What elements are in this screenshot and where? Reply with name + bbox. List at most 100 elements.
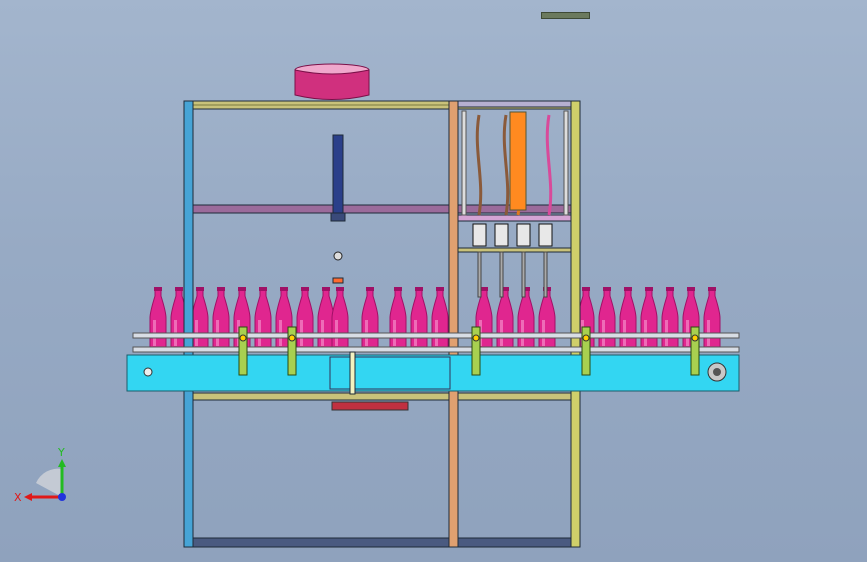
bottle-body bbox=[191, 289, 209, 351]
nozzle-valve bbox=[472, 223, 487, 247]
bottle-cap bbox=[196, 287, 204, 291]
nozzle-valve bbox=[538, 223, 553, 247]
bottle-cap bbox=[394, 287, 402, 291]
bottle-body bbox=[619, 289, 637, 351]
nozzle-needle bbox=[543, 251, 548, 298]
bottle-body bbox=[640, 289, 658, 351]
middle-post bbox=[448, 100, 459, 548]
filler-guide-left bbox=[461, 110, 467, 216]
bottle-cap bbox=[366, 287, 374, 291]
bottle-cap bbox=[238, 287, 246, 291]
bottle-cap bbox=[415, 287, 423, 291]
filler-top-plate bbox=[457, 100, 572, 108]
clamp-bar bbox=[690, 326, 700, 376]
bottle-cap bbox=[582, 287, 590, 291]
filling-nozzle-3 bbox=[538, 223, 553, 298]
clamp-bar bbox=[287, 326, 297, 376]
x-axis-head bbox=[24, 493, 32, 501]
drive-motor-cover bbox=[331, 401, 409, 411]
bottle-body bbox=[538, 289, 556, 351]
filler-bracket bbox=[457, 214, 572, 222]
nozzle-needle bbox=[477, 251, 482, 298]
bottle-cap bbox=[154, 287, 162, 291]
filling-nozzle-0 bbox=[472, 223, 487, 298]
nozzle-valve bbox=[516, 223, 531, 247]
clamp-knob bbox=[288, 334, 296, 342]
supply-tube-0 bbox=[475, 114, 483, 216]
y-axis-head bbox=[58, 459, 66, 467]
bottle-center-4 bbox=[431, 287, 449, 351]
bottle-cap bbox=[708, 287, 716, 291]
bottle-left-0 bbox=[149, 287, 167, 351]
bottle-body bbox=[598, 289, 616, 351]
bottom-beam bbox=[183, 537, 581, 548]
clamp-bar bbox=[238, 326, 248, 376]
clamp-4 bbox=[690, 326, 700, 376]
bottle-body bbox=[410, 289, 428, 351]
bottle-body bbox=[361, 289, 379, 351]
bottle-cap bbox=[666, 287, 674, 291]
conveyor-guide-rail-upper bbox=[132, 332, 740, 339]
bottle-center-1 bbox=[361, 287, 379, 351]
clamp-knob bbox=[239, 334, 247, 342]
bottle-right-1 bbox=[598, 287, 616, 351]
bottle-left-7 bbox=[296, 287, 314, 351]
cylinder-foot bbox=[330, 212, 346, 222]
bottle-cap bbox=[645, 287, 653, 291]
filling-nozzle-2 bbox=[516, 223, 531, 298]
bottle-body bbox=[661, 289, 679, 351]
bottle-right-6 bbox=[703, 287, 721, 351]
bottle-center-0 bbox=[331, 287, 349, 351]
bottle-body bbox=[254, 289, 272, 351]
bottle-fill-1 bbox=[496, 287, 514, 351]
bottle-cap bbox=[501, 287, 509, 291]
bottle-fill-2 bbox=[517, 287, 535, 351]
bottle-body bbox=[517, 289, 535, 351]
supply-tube-1 bbox=[502, 114, 510, 216]
clamp-2 bbox=[471, 326, 481, 376]
conveyor bbox=[126, 326, 740, 411]
bottle-body bbox=[431, 289, 449, 351]
bottle-left-3 bbox=[212, 287, 230, 351]
top-status-indicator bbox=[541, 12, 590, 19]
right-post bbox=[570, 100, 581, 548]
bottle-body bbox=[331, 289, 349, 351]
bottle-center-3 bbox=[410, 287, 428, 351]
filling-nozzle-1 bbox=[494, 223, 509, 298]
bottle-right-4 bbox=[661, 287, 679, 351]
conveyor-center-panel bbox=[329, 356, 451, 390]
bottle-body bbox=[212, 289, 230, 351]
conveyor-guide-rail-lower bbox=[132, 346, 740, 353]
clamp-3 bbox=[581, 326, 591, 376]
clamp-knob bbox=[472, 334, 480, 342]
bottle-cap bbox=[336, 287, 344, 291]
bottle-right-2 bbox=[619, 287, 637, 351]
nozzle-needle bbox=[521, 251, 526, 298]
clamp-knob bbox=[582, 334, 590, 342]
clamp-bar bbox=[581, 326, 591, 376]
clamp-0 bbox=[238, 326, 248, 376]
bottle-cap bbox=[217, 287, 225, 291]
filler-guide-right bbox=[563, 110, 569, 216]
conveyor-body bbox=[126, 354, 740, 392]
bottle-left-5 bbox=[254, 287, 272, 351]
bottle-body bbox=[496, 289, 514, 351]
pump-column bbox=[509, 111, 527, 211]
bottle-body bbox=[389, 289, 407, 351]
bottle-body bbox=[703, 289, 721, 351]
bottle-cap bbox=[624, 287, 632, 291]
vertical-cylinder bbox=[332, 134, 344, 214]
bottle-cap bbox=[687, 287, 695, 291]
nozzle-needle bbox=[499, 251, 504, 298]
nozzle-plate bbox=[457, 247, 572, 253]
stop-rod bbox=[349, 351, 356, 395]
bottle-cap bbox=[175, 287, 183, 291]
bottle-group bbox=[149, 287, 721, 351]
sensor-tip bbox=[332, 277, 344, 284]
filling-head bbox=[457, 100, 572, 298]
bottle-cap bbox=[301, 287, 309, 291]
bottle-body bbox=[296, 289, 314, 351]
bottle-center-2 bbox=[389, 287, 407, 351]
